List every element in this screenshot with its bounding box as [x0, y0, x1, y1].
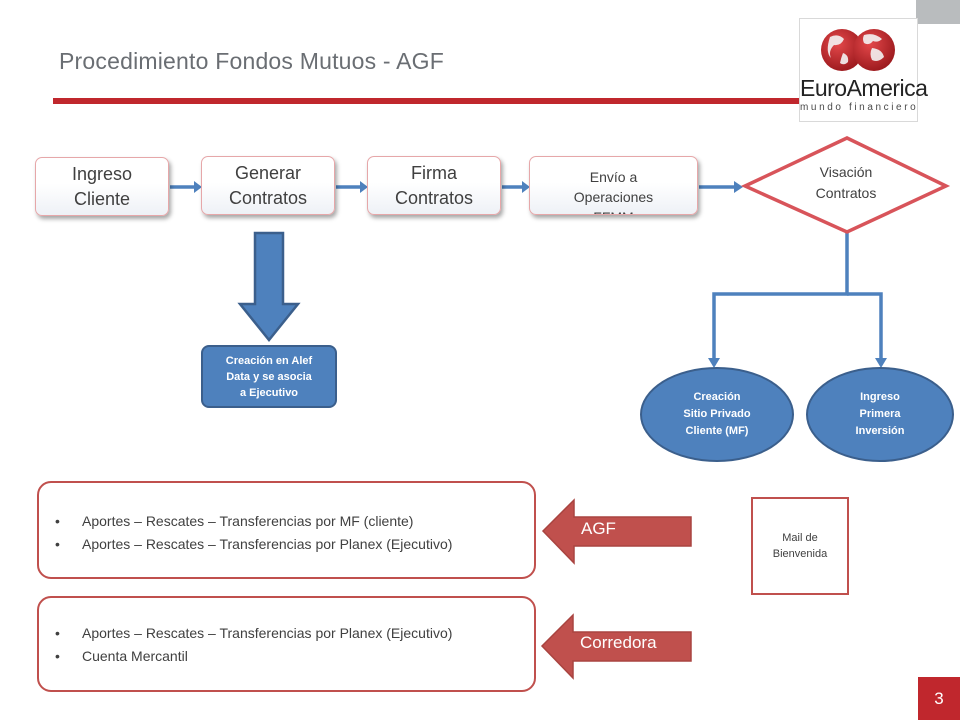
step-label-line: Ingreso [71, 163, 133, 184]
logo-tagline: mundo financiero [800, 102, 919, 113]
step-envio-operaciones: Envío a Operaciones FFMM [529, 156, 698, 215]
bullet-icon: • [55, 625, 60, 641]
list-item-text: Aportes – Rescates – Transferencias por … [82, 625, 453, 641]
step-label-line: FFMM [574, 207, 653, 215]
arrowhead [875, 358, 887, 368]
list-item-text: Cuenta Mercantil [82, 648, 188, 664]
alef-label-line: a Ejecutivo [239, 386, 299, 399]
connector-branch [847, 292, 883, 360]
list-item: • Cuenta Mercantil [55, 645, 534, 668]
company-logo: EuroAmerica mundo financiero [799, 18, 928, 122]
list-item: • Aportes – Rescates – Transferencias por… [55, 622, 534, 645]
logo-wordmark: EuroAmerica [800, 75, 928, 101]
step-label-line: Contratos [394, 187, 474, 208]
agf-arrow-tag [541, 498, 692, 565]
arrowhead [734, 181, 743, 193]
step-generar-contratos: Generar Contratos [201, 156, 335, 215]
down-arrow-icon [237, 231, 301, 342]
outcome-label-line: Inversión [855, 425, 905, 437]
arrowhead [194, 181, 202, 193]
step-ingreso-cliente: Ingreso Cliente [35, 157, 169, 216]
mail-bienvenida-box: Mail de Bienvenida [751, 497, 849, 595]
mail-label-line: Bienvenida [772, 548, 828, 560]
corredora-tag-label: Corredora [580, 633, 657, 652]
outcome-label-line: Ingreso [860, 391, 900, 403]
step-label-line: Envío a [589, 168, 638, 185]
title-underline [53, 98, 799, 104]
list-item-text: Aportes – Rescates – Transferencias por … [82, 513, 414, 529]
outcome-label-line: Sitio Privado [683, 408, 751, 420]
step-firma-contratos: Firma Contratos [367, 156, 501, 215]
connector-branch [712, 232, 849, 360]
outcome-label-line: Creación [693, 391, 741, 403]
decision-label: Visación Contratos [784, 162, 908, 204]
step-label-line: Contratos [228, 187, 308, 208]
outcome-primera-inversion: Ingreso Primera Inversión [806, 367, 954, 462]
bullet-icon: • [55, 648, 60, 664]
page-title: Procedimiento Fondos Mutuos - AGF [59, 48, 444, 74]
agf-list-box: • Aportes – Rescates – Transferencias por… [37, 481, 536, 579]
bullet-icon: • [55, 513, 60, 529]
alef-data-box: Creación en Alef Data y se asocia a Ejec… [201, 345, 337, 408]
alef-label-line: Data y se asocia [226, 370, 312, 383]
step-label-line: Operaciones [573, 188, 654, 205]
arrowhead [522, 181, 530, 193]
decision-label-line: Contratos [815, 185, 877, 201]
corredora-list-box: • Aportes – Rescates – Transferencias por… [37, 596, 536, 692]
step-label-line: Cliente [73, 188, 130, 209]
list-item: • Aportes – Rescates – Transferencias por… [55, 533, 534, 556]
outcome-label-line: Primera [859, 408, 901, 420]
mail-label-line: Mail de [782, 532, 818, 544]
page-number: 3 [918, 677, 960, 720]
outcome-label-line: Cliente (MF) [685, 425, 749, 437]
arrowhead [708, 358, 720, 368]
alef-label-line: Creación en Alef [225, 354, 313, 367]
corredora-arrow-tag [540, 613, 692, 680]
agf-tag-label: AGF [581, 519, 616, 538]
list-item-text: Aportes – Rescates – Transferencias por … [82, 536, 453, 552]
bullet-icon: • [55, 536, 60, 552]
globe-logo-icon [821, 29, 895, 71]
decision-diamond [740, 136, 951, 234]
decision-label-line: Visación [819, 164, 873, 180]
step-label-line: Firma [410, 162, 457, 183]
step-label-line: Generar [234, 162, 302, 183]
outcome-sitio-privado: Creación Sitio Privado Cliente (MF) [640, 367, 794, 462]
list-item: • Aportes – Rescates – Transferencias por… [55, 510, 534, 533]
arrowhead [360, 181, 368, 193]
corner-accent [916, 0, 960, 24]
